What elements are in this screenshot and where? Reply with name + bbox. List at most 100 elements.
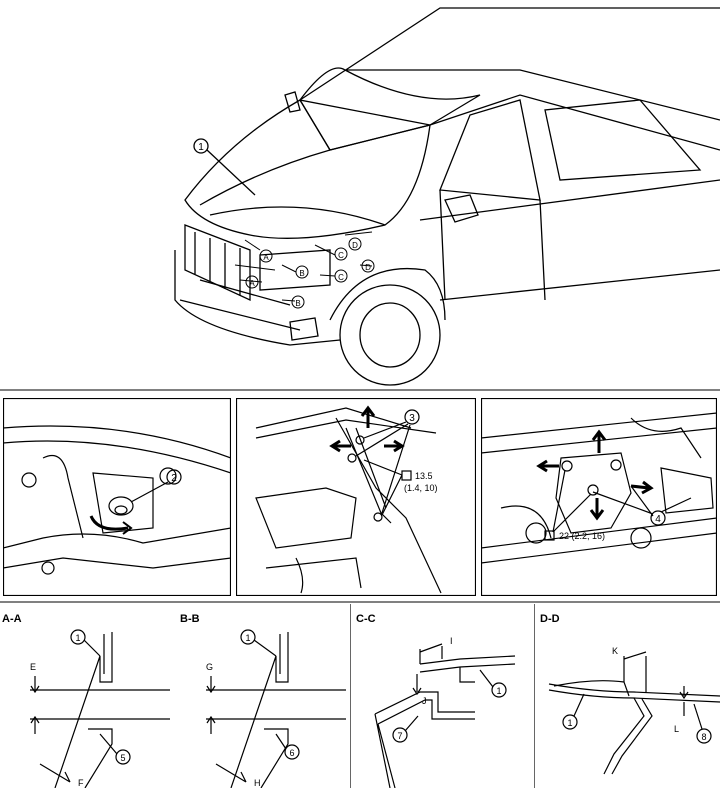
callout-bolt-leader [130, 481, 169, 503]
callout-hood-label-d: 1 [567, 718, 572, 728]
hood-inner-panel [3, 425, 231, 569]
dim-i: I [450, 636, 453, 646]
callout-hood-circle [193, 138, 209, 154]
callout-lock-circle [650, 510, 666, 526]
lock-bolt-2 [587, 484, 599, 496]
windshield [298, 67, 481, 126]
overview-labels: 1 A A B B C C D D [198, 142, 371, 308]
callout-hood-label-b: 1 [245, 633, 250, 643]
mirror-base [284, 91, 301, 113]
dim-e: E [30, 662, 36, 672]
body-panel [30, 689, 170, 720]
arrow-icon-left [329, 439, 351, 453]
torque-wrench-icon [544, 530, 555, 541]
arrow-icon-down [589, 498, 605, 521]
vehicle-overview [174, 7, 720, 386]
grommet-3 [41, 561, 55, 575]
arrow-icon-up [591, 429, 607, 453]
hood-crease [199, 149, 386, 226]
callout-lock-label: 4 [655, 514, 661, 525]
body-panel [206, 689, 346, 720]
section-marker-c [314, 244, 348, 283]
callout-lock-leader [592, 485, 692, 517]
hood-lock [555, 452, 632, 534]
dim-g: G [206, 662, 213, 672]
lock-bolt-1 [561, 460, 573, 472]
front-grille [184, 224, 251, 302]
callout-seal-label-c: 7 [397, 731, 402, 741]
hinge-arm [345, 427, 392, 524]
section-d-title: D-D [540, 613, 560, 625]
callout-hood-circle-a [70, 629, 86, 645]
section-marker-a [234, 239, 276, 289]
callout-hood-label-c: 1 [496, 686, 501, 696]
section-d-labels: D-D 1 8 K L [540, 613, 707, 742]
gap-arrow-i [419, 643, 443, 664]
section-a-title: A-A [2, 613, 22, 625]
torque-leader [552, 469, 592, 533]
marker-d-label-top: D [352, 241, 358, 250]
callout-hood-label: 1 [198, 142, 204, 153]
section-b-title: B-B [180, 613, 200, 625]
gap-arrow-l [679, 686, 689, 716]
hood-outline [184, 99, 431, 239]
arrow-icon-right [630, 480, 654, 495]
body-side [419, 179, 720, 301]
callout-seal-circle-c [392, 727, 408, 743]
callout-seal-circle-d [696, 728, 712, 744]
callout-stay-leader [355, 421, 411, 514]
section-a-a [30, 629, 170, 788]
side-window-front [439, 99, 541, 201]
callout-seal-circle-a [115, 749, 131, 765]
section-d-d [534, 604, 720, 788]
side-mirror [444, 194, 479, 223]
wheel-right [630, 527, 652, 549]
section-c-c [350, 604, 516, 788]
hinge-bolt-1 [355, 435, 365, 445]
marker-c-label-top: C [338, 251, 344, 260]
grommet [21, 472, 37, 488]
grommet-2 [159, 467, 177, 485]
callout-seal-label-d: 8 [701, 732, 706, 742]
bolt-head [108, 496, 134, 516]
torque-lock-value: 22 (2.2, 16) [559, 531, 605, 541]
marker-d-label-bottom: D [365, 263, 371, 272]
section-c-title: C-C [356, 613, 376, 625]
dim-l: L [674, 724, 679, 734]
callout-hood-label-a: 1 [75, 633, 80, 643]
callout-bolt-circle [166, 469, 182, 485]
gap-arrow-k [623, 651, 647, 692]
fog-light [289, 317, 319, 341]
marker-a-label-bottom: A [249, 279, 255, 288]
callout-stay-label: 3 [409, 413, 415, 424]
callout-seal-label-b: 6 [289, 748, 294, 758]
gap-arrow-f [39, 763, 71, 783]
dim-k: K [612, 646, 618, 656]
section-b-b [206, 629, 346, 788]
lock-bolt-3 [610, 459, 622, 471]
hinge-bolt-2 [347, 453, 357, 463]
engine-bay [255, 487, 362, 594]
gap-arrow-g [206, 676, 216, 734]
hood-panel [548, 683, 720, 703]
torque-stay-value: 13.5 [415, 471, 433, 481]
marker-a-label-top: A [263, 253, 269, 262]
callout-hood-circle-d [562, 714, 578, 730]
seal [84, 728, 113, 788]
bottom-divider [0, 601, 720, 603]
side-window-rear [544, 99, 702, 181]
marker-c-label-bottom: C [338, 273, 344, 282]
dim-h: H [254, 778, 261, 788]
gap-arrow-h [215, 763, 247, 783]
bracket [42, 454, 154, 539]
hood-flange [54, 632, 113, 788]
front-bumper [174, 250, 341, 346]
callout-bolt-label: 2 [171, 473, 177, 484]
stay-labels: 3 13.5 (1.4, 10) [404, 413, 438, 493]
section-a-labels: A-A 1 5 E F [2, 613, 126, 788]
fender [603, 697, 653, 775]
callout-seal-circle-b [284, 744, 300, 760]
lock-labels: 4 22 (2.2, 16) [559, 514, 661, 541]
bolt-shaft [114, 505, 128, 515]
wheel-left [525, 522, 547, 544]
